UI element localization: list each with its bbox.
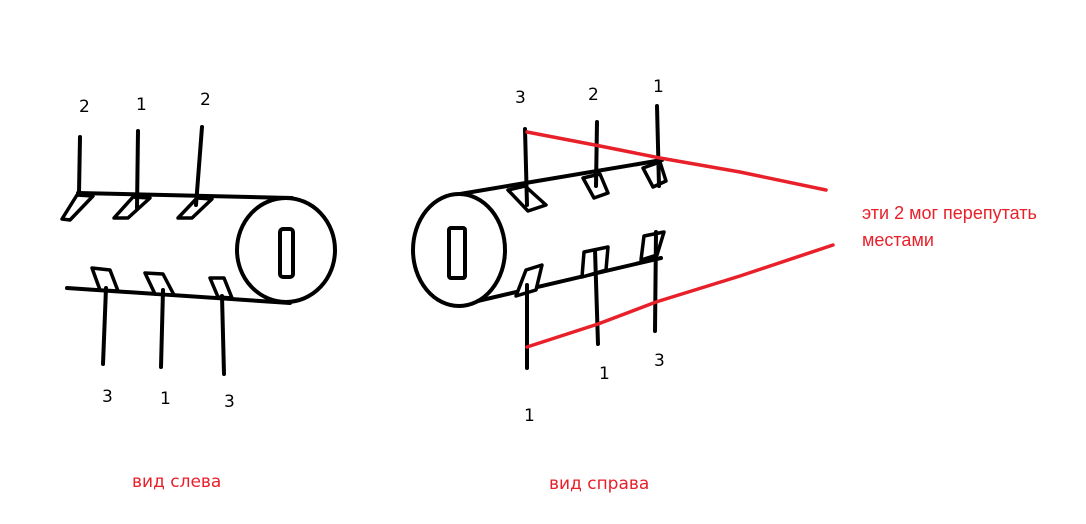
pin xyxy=(194,125,204,207)
pin-label: 2 xyxy=(200,90,211,110)
pin-label: 3 xyxy=(102,387,113,407)
pin xyxy=(101,286,108,366)
pin xyxy=(523,127,529,207)
body-bottom-edge xyxy=(463,256,663,306)
pin xyxy=(220,294,226,376)
pin xyxy=(593,248,600,346)
terminal-tab xyxy=(641,160,668,189)
swap-marker-line-bottom xyxy=(525,243,835,349)
shaft-slot xyxy=(447,226,467,280)
pin xyxy=(135,129,140,210)
pin xyxy=(655,104,661,188)
terminal-tab xyxy=(639,230,666,262)
pin xyxy=(594,120,599,188)
pin-label: 1 xyxy=(599,364,610,384)
pin-label: 2 xyxy=(588,85,599,105)
shaft-end-circle xyxy=(235,196,337,304)
pin xyxy=(77,135,82,195)
left-view-caption: вид слева xyxy=(132,472,221,492)
terminal-tab xyxy=(90,266,120,293)
left-view-switch: 2 1 2 3 1 3 вид слева xyxy=(60,90,337,492)
terminal-tab xyxy=(60,193,95,222)
body-top-edge xyxy=(76,191,294,200)
terminal-tab xyxy=(514,263,544,298)
terminal-tab xyxy=(143,271,176,297)
pin-label: 1 xyxy=(524,406,535,426)
right-view-switch: 3 2 1 1 1 3 вид справа xyxy=(411,77,835,494)
annotation-line-1: эти 2 мог перепутать xyxy=(862,203,1037,223)
pin-label: 3 xyxy=(224,392,235,412)
shaft-slot xyxy=(278,227,295,279)
shaft-end-circle xyxy=(411,192,507,308)
right-view-caption: вид справа xyxy=(549,474,649,494)
annotation-line-2: местами xyxy=(862,230,934,250)
pin-label: 2 xyxy=(79,97,90,117)
terminal-tab xyxy=(208,276,234,300)
pin-label: 3 xyxy=(515,88,526,108)
terminal-tab xyxy=(112,195,152,220)
body-top-edge xyxy=(458,158,664,196)
pin-label: 3 xyxy=(654,351,665,371)
pin-label: 1 xyxy=(160,389,171,409)
terminal-tab xyxy=(176,196,214,220)
pin-label: 1 xyxy=(136,95,147,115)
pin xyxy=(653,230,658,333)
pin-label: 1 xyxy=(653,77,664,97)
pin xyxy=(159,288,165,369)
swap-marker-line-top xyxy=(525,130,828,192)
